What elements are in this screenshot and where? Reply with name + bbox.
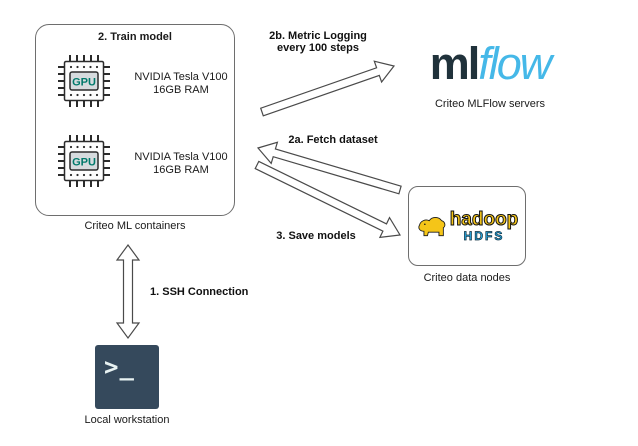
hadoop-elephant-icon xyxy=(418,216,446,237)
hdfs-wordmark: HDFS xyxy=(463,228,505,243)
mlflow-caption: Criteo MLFlow servers xyxy=(434,98,546,110)
gpu-spec-line2: 16GB RAM xyxy=(153,164,209,176)
ml-containers-caption: Criteo ML containers xyxy=(84,220,186,232)
data-nodes-caption: Criteo data nodes xyxy=(423,272,511,284)
fetch-dataset-label: 2a. Fetch dataset xyxy=(288,134,378,146)
mlflow-logo-flow: flow xyxy=(478,38,552,89)
gpu-spec-line2: 16GB RAM xyxy=(153,84,209,96)
gpu-spec: NVIDIA Tesla V100 16GB RAM xyxy=(131,71,231,97)
terminal-prompt-glyph: >_ xyxy=(104,353,135,381)
hadoop-wordmark: hadoop xyxy=(449,208,519,230)
gpu-chip-label: GPU xyxy=(72,77,96,89)
terminal-icon: >_ xyxy=(95,345,159,409)
metric-logging-label: 2b. Metric Logging every 100 steps xyxy=(258,30,378,54)
gpu-chip-label: GPU xyxy=(72,157,96,169)
gpu-chip-icon: GPU xyxy=(58,135,110,187)
mlflow-logo-ml: ml xyxy=(429,38,480,89)
save-models-label: 3. Save models xyxy=(276,230,356,242)
ml-containers-box: 2. Train model GPU NVIDIA Tesla V100 16G… xyxy=(35,24,235,216)
metric-logging-arrow xyxy=(259,60,396,117)
workstation-caption: Local workstation xyxy=(84,414,170,426)
hadoop-logo: hadoop HDFS xyxy=(416,208,519,243)
hadoop-logo-text: hadoop HDFS xyxy=(449,208,519,243)
gpu-spec-line1: NVIDIA Tesla V100 xyxy=(134,71,228,83)
metric-logging-label-line2: every 100 steps xyxy=(277,42,359,54)
save-models-arrow xyxy=(254,160,401,239)
gpu-spec-line1: NVIDIA Tesla V100 xyxy=(134,151,228,163)
fetch-dataset-arrow xyxy=(256,141,402,195)
mlflow-logo: mlflow xyxy=(408,36,572,94)
train-model-title: 2. Train model xyxy=(98,31,172,43)
hadoop-box: hadoop HDFS xyxy=(408,186,526,266)
metric-logging-label-line1: 2b. Metric Logging xyxy=(269,30,367,42)
ssh-connection-arrow xyxy=(115,243,141,340)
ssh-connection-label: 1. SSH Connection xyxy=(150,286,249,298)
gpu-chip-icon: GPU xyxy=(58,55,110,107)
gpu-spec: NVIDIA Tesla V100 16GB RAM xyxy=(131,151,231,177)
